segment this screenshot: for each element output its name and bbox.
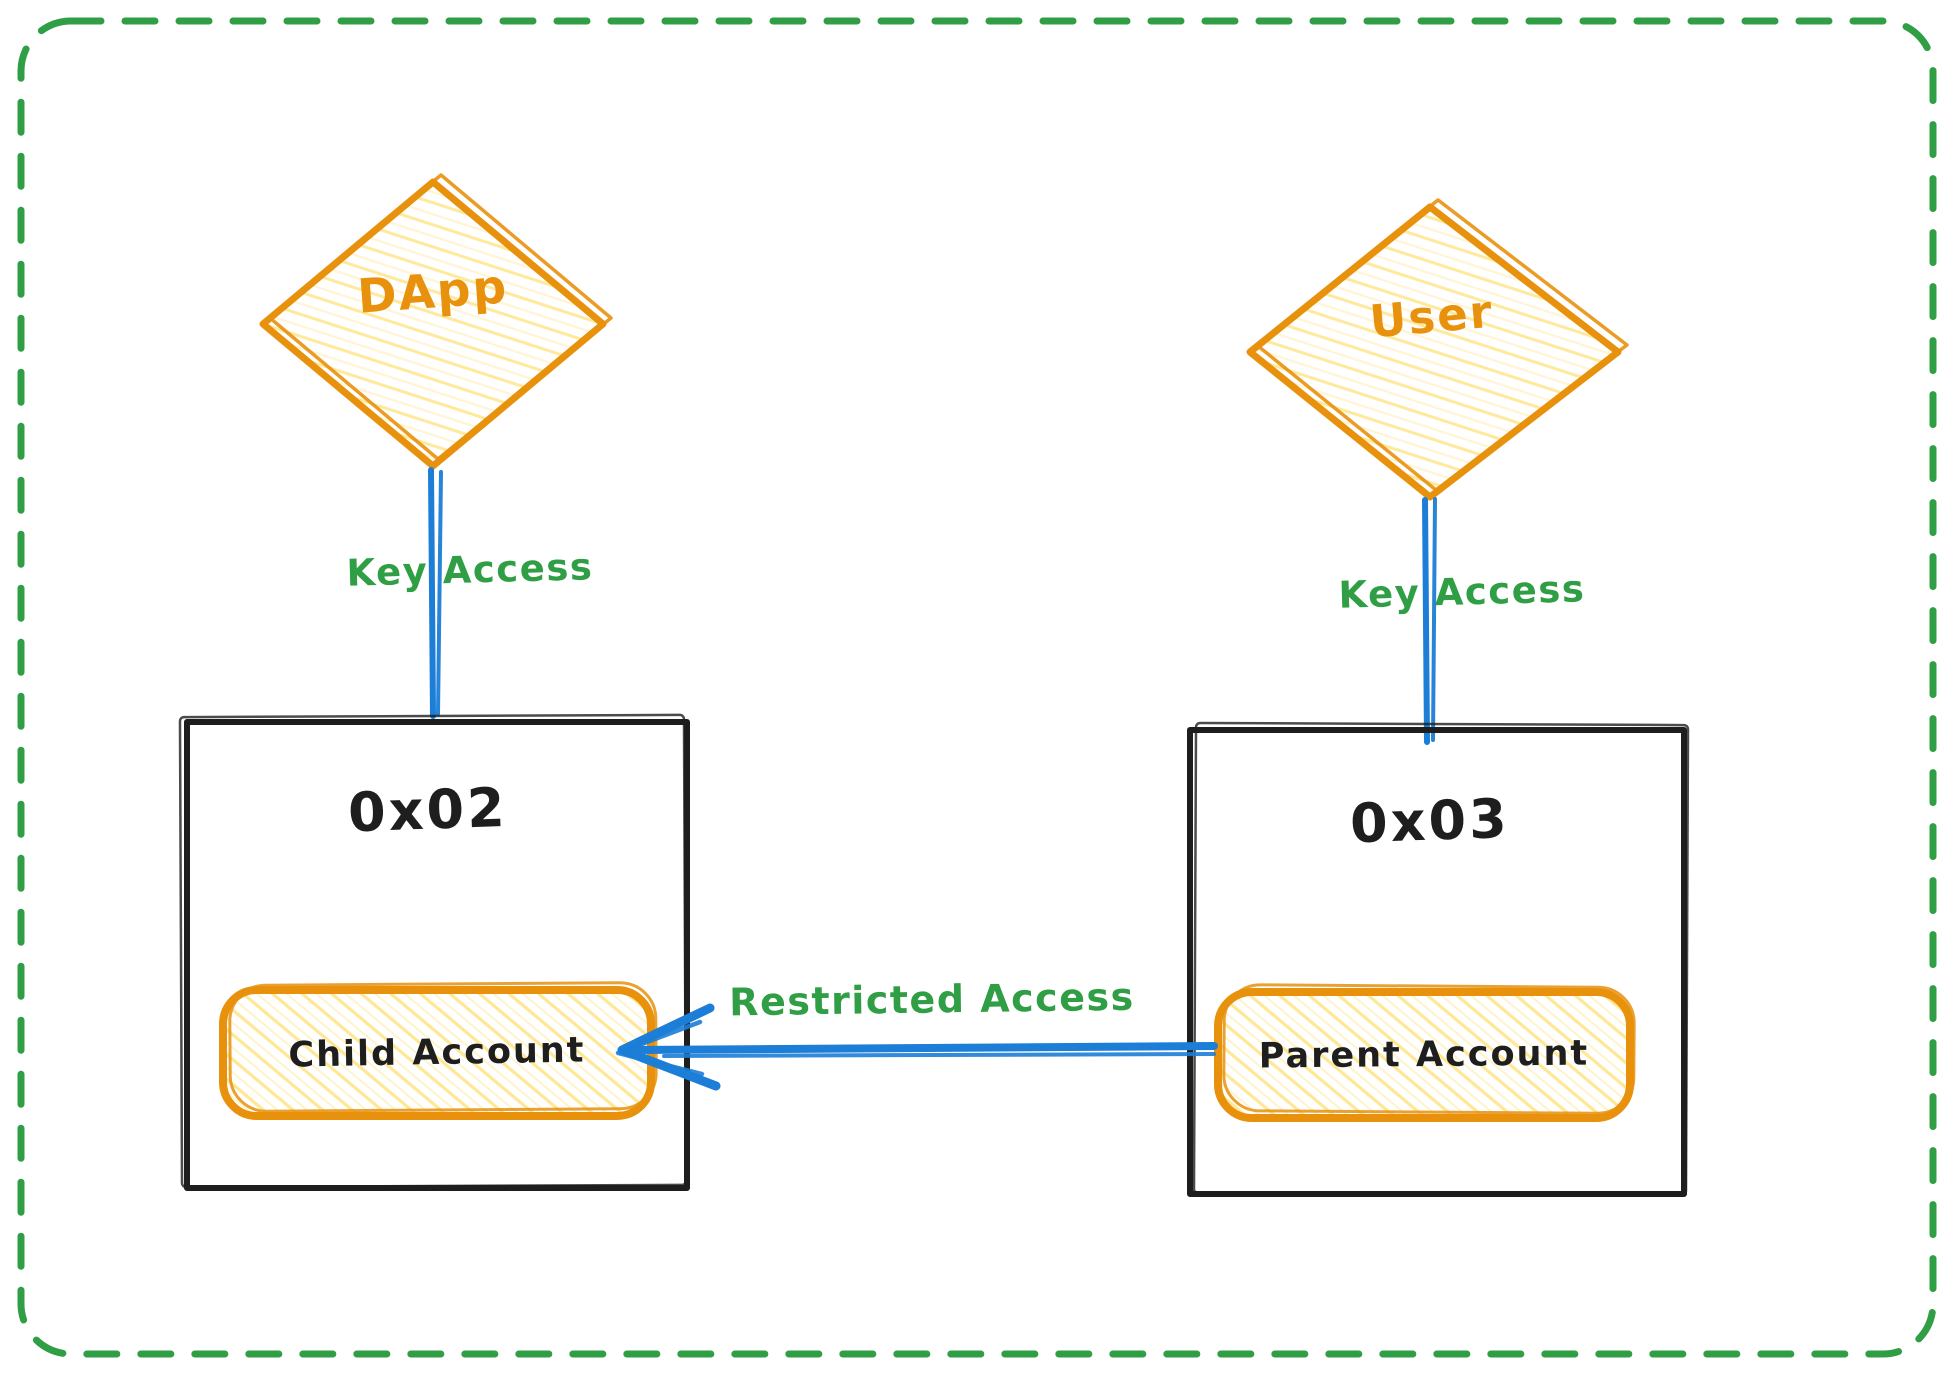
parent-wallet-label: 0x03 xyxy=(1349,787,1511,856)
user-connector-line-sketch xyxy=(1431,497,1437,742)
restricted-access-label: Restricted Access xyxy=(729,975,1135,1025)
parent-account-sketch-stroke xyxy=(1222,983,1636,1115)
child-wallet-shape xyxy=(184,719,690,1191)
child-wallet-sketch-stroke xyxy=(178,713,688,1189)
child-account-node: Child Account xyxy=(219,981,658,1120)
user-key-access-edge: Key Access xyxy=(1338,497,1586,745)
user-label: User xyxy=(1368,285,1496,349)
restricted-access-line-sketch xyxy=(662,1052,1216,1058)
dapp-connector-line-sketch xyxy=(436,470,443,716)
dapp-node: DApp xyxy=(259,173,613,470)
dapp-key-access-label: Key Access xyxy=(346,545,594,594)
dapp-key-access-edge: Key Access xyxy=(346,467,594,719)
child-wallet-label: 0x02 xyxy=(347,776,509,845)
parent-account-node: Parent Account xyxy=(1214,983,1636,1122)
parent-account-shape xyxy=(1214,988,1634,1122)
dapp-diamond-shape xyxy=(259,178,607,470)
dapp-label: DApp xyxy=(356,259,510,324)
parent-wallet-sketch-stroke xyxy=(1192,721,1690,1197)
dapp-connector-line xyxy=(428,467,436,719)
user-connector-line xyxy=(1422,497,1430,745)
user-diamond-sketch-stroke xyxy=(1256,198,1629,492)
dapp-diamond-sketch-stroke xyxy=(268,173,613,461)
parent-wallet-node: 0x03 Parent Account xyxy=(1187,721,1690,1197)
canvas-frame xyxy=(17,17,1937,1358)
user-key-access-label: Key Access xyxy=(1338,567,1586,616)
child-account-label: Child Account xyxy=(288,1030,586,1075)
parent-account-label: Parent Account xyxy=(1259,1034,1590,1077)
restricted-access-arrowhead-sketch xyxy=(615,1019,705,1077)
child-wallet-node: 0x02 Child Account xyxy=(178,713,690,1191)
user-diamond-shape xyxy=(1246,203,1622,501)
child-account-sketch-stroke xyxy=(228,981,658,1113)
restricted-access-edge: Restricted Access xyxy=(615,975,1218,1091)
restricted-access-line xyxy=(632,1042,1218,1054)
user-node: User xyxy=(1246,198,1629,501)
